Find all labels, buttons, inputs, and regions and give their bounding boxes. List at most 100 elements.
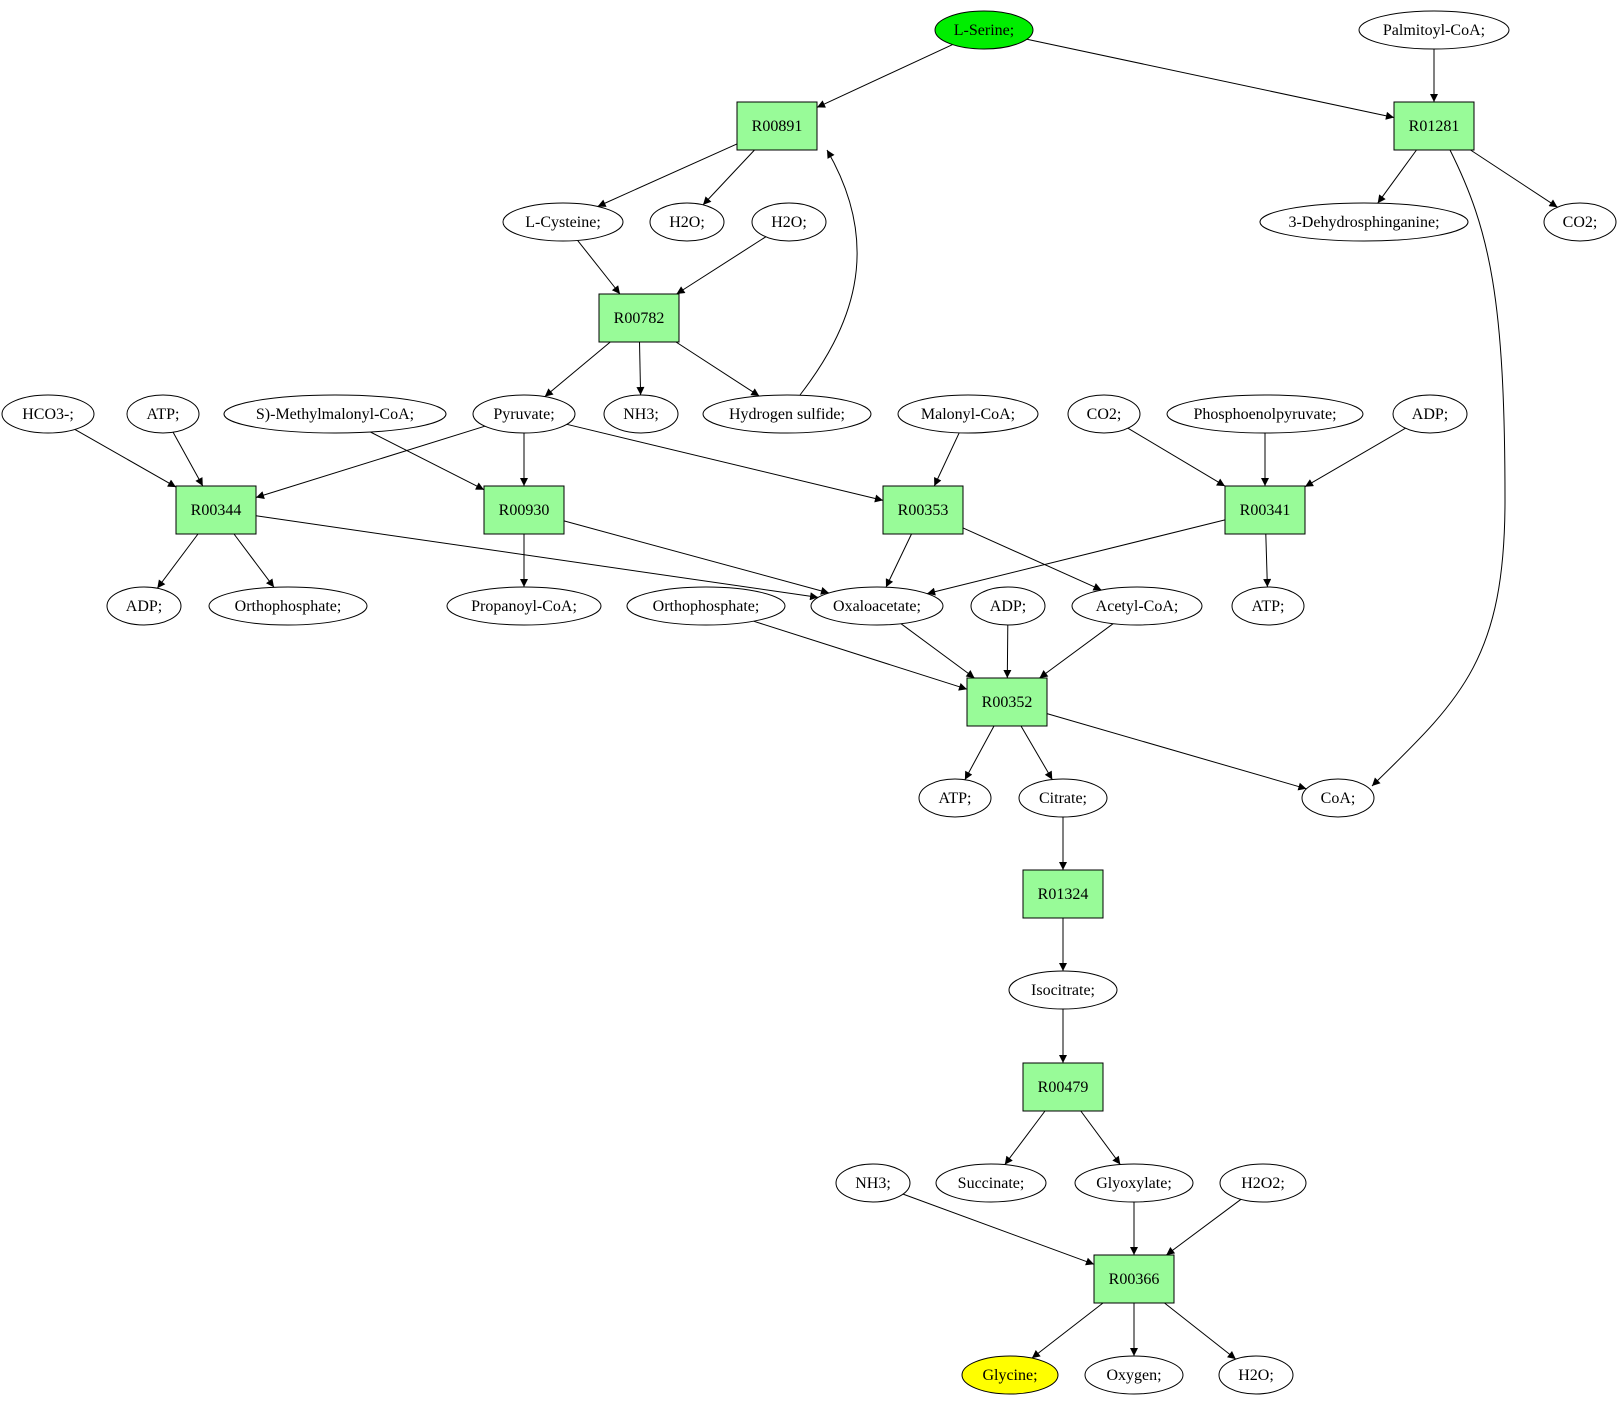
edge-R01281-to-co2_a bbox=[1470, 149, 1558, 208]
reaction-label: R00479 bbox=[1038, 1079, 1089, 1096]
compound-node-methylmalonyl[interactable]: S)-Methylmalonyl-CoA; bbox=[223, 394, 447, 434]
compound-ellipse bbox=[751, 202, 827, 242]
compound-ellipse bbox=[1, 394, 95, 434]
compound-node-dehydrosphinganine[interactable]: 3-Dehydrosphinganine; bbox=[1259, 202, 1469, 242]
edge-R00341-to-oxaloacetate bbox=[926, 519, 1226, 596]
compound-label: Isocitrate; bbox=[1031, 982, 1095, 999]
compound-label: 3-Dehydrosphinganine; bbox=[1288, 214, 1439, 231]
reaction-label: R00782 bbox=[614, 310, 665, 327]
compound-ellipse bbox=[106, 586, 182, 626]
compound-node-ortho_b[interactable]: Orthophosphate; bbox=[626, 586, 786, 626]
compound-node-nh3_b[interactable]: NH3; bbox=[835, 1163, 911, 1203]
reaction-node-R00479[interactable]: R00479 bbox=[1022, 1062, 1104, 1112]
compound-node-citrate[interactable]: Citrate; bbox=[1018, 778, 1108, 818]
reaction-box bbox=[175, 485, 257, 535]
compound-node-atp_a[interactable]: ATP; bbox=[126, 394, 200, 434]
compound-label: Propanoyl-CoA; bbox=[471, 598, 577, 615]
compound-ellipse bbox=[702, 394, 872, 434]
compound-label: Palmitoyl-CoA; bbox=[1383, 22, 1485, 39]
reaction-box bbox=[1224, 485, 1306, 535]
compound-node-nh3_a[interactable]: NH3; bbox=[603, 394, 679, 434]
reaction-node-R00891[interactable]: R00891 bbox=[736, 101, 818, 151]
edge-R00366-to-glycine bbox=[1031, 1302, 1104, 1359]
compound-node-h2o_a[interactable]: H2O; bbox=[649, 202, 725, 242]
compound-node-atp_c[interactable]: ATP; bbox=[918, 778, 992, 818]
compound-node-atp_b[interactable]: ATP; bbox=[1231, 586, 1305, 626]
reaction-node-R00930[interactable]: R00930 bbox=[483, 485, 565, 535]
reaction-node-R00782[interactable]: R00782 bbox=[598, 293, 680, 343]
reaction-node-R01281[interactable]: R01281 bbox=[1393, 101, 1475, 151]
reaction-node-R00344[interactable]: R00344 bbox=[175, 485, 257, 535]
reaction-label: R01281 bbox=[1409, 118, 1460, 135]
edge-R00353-to-acetyl bbox=[962, 527, 1102, 591]
compound-ellipse bbox=[970, 586, 1046, 626]
compound-node-coa[interactable]: CoA; bbox=[1301, 778, 1375, 818]
compound-node-co2_b[interactable]: CO2; bbox=[1067, 394, 1141, 434]
compound-label: Hydrogen sulfide; bbox=[729, 406, 845, 423]
compound-label: ADP; bbox=[1412, 406, 1448, 423]
compound-label: Oxaloacetate; bbox=[833, 598, 921, 615]
compound-label: CO2; bbox=[1563, 214, 1598, 231]
reaction-label: R00352 bbox=[982, 694, 1033, 711]
edge-l_serine-to-R00891 bbox=[816, 44, 953, 108]
reaction-box bbox=[1022, 1062, 1104, 1112]
compound-node-oxaloacetate[interactable]: Oxaloacetate; bbox=[810, 586, 944, 626]
edge-R01281-to-dehydrosphinganine bbox=[1377, 149, 1417, 204]
compound-node-pyruvate[interactable]: Pyruvate; bbox=[472, 394, 576, 434]
compound-label: H2O; bbox=[771, 214, 807, 231]
compound-label: L-Cysteine; bbox=[525, 214, 601, 231]
edge-R00891-to-l_cysteine bbox=[597, 143, 738, 207]
reaction-box bbox=[1022, 869, 1104, 919]
compound-ellipse bbox=[1259, 202, 1469, 242]
compound-node-h2o_c[interactable]: H2O; bbox=[1218, 1355, 1294, 1395]
edge-adp_c-to-R00352 bbox=[1003, 624, 1012, 679]
reaction-node-R00341[interactable]: R00341 bbox=[1224, 485, 1306, 535]
compound-node-ortho_a[interactable]: Orthophosphate; bbox=[208, 586, 368, 626]
compound-node-glycine[interactable]: Glycine; bbox=[961, 1355, 1059, 1395]
compound-label: Pyruvate; bbox=[493, 406, 554, 423]
compound-ellipse bbox=[502, 202, 624, 242]
compound-label: ATP; bbox=[1252, 598, 1285, 615]
compound-node-malonyl[interactable]: Malonyl-CoA; bbox=[897, 394, 1039, 434]
compound-node-adp_c[interactable]: ADP; bbox=[970, 586, 1046, 626]
compound-label: NH3; bbox=[855, 1175, 891, 1192]
compound-node-hco3[interactable]: HCO3-; bbox=[1, 394, 95, 434]
edge-R00479-to-glyoxylate bbox=[1080, 1110, 1121, 1165]
compound-node-l_serine[interactable]: L-Serine; bbox=[934, 10, 1034, 50]
compound-node-oxygen[interactable]: Oxygen; bbox=[1084, 1355, 1184, 1395]
edge-R00344-to-adp_b bbox=[156, 533, 199, 589]
compound-ellipse bbox=[918, 778, 992, 818]
reaction-node-R00353[interactable]: R00353 bbox=[882, 485, 964, 535]
edge-R00341-to-atp_b bbox=[1263, 533, 1272, 588]
reaction-node-R00352[interactable]: R00352 bbox=[966, 677, 1048, 727]
edge-R00782-to-h2s bbox=[675, 341, 760, 397]
compound-node-succinate[interactable]: Succinate; bbox=[935, 1163, 1047, 1203]
compound-node-h2o2[interactable]: H2O2; bbox=[1219, 1163, 1307, 1203]
compound-node-palmitoyl_coa[interactable]: Palmitoyl-CoA; bbox=[1358, 10, 1510, 50]
edge-ortho_b-to-R00352 bbox=[753, 620, 968, 691]
edge-R00353-to-oxaloacetate bbox=[885, 533, 912, 588]
compound-label: HCO3-; bbox=[22, 406, 74, 423]
edge-h2o_b-to-R00782 bbox=[676, 236, 767, 295]
compound-node-co2_a[interactable]: CO2; bbox=[1543, 202, 1617, 242]
compound-ellipse bbox=[649, 202, 725, 242]
compound-node-adp_b[interactable]: ADP; bbox=[106, 586, 182, 626]
compound-node-propanoyl[interactable]: Propanoyl-CoA; bbox=[446, 586, 602, 626]
compound-ellipse bbox=[1067, 394, 1141, 434]
reaction-node-R00366[interactable]: R00366 bbox=[1093, 1254, 1175, 1304]
compound-node-pep[interactable]: Phosphoenolpyruvate; bbox=[1166, 394, 1364, 434]
compound-label: Orthophosphate; bbox=[235, 598, 342, 615]
compound-node-adp_a[interactable]: ADP; bbox=[1392, 394, 1468, 434]
compound-label: Citrate; bbox=[1039, 790, 1087, 807]
compound-node-h2o_b[interactable]: H2O; bbox=[751, 202, 827, 242]
reaction-node-R01324[interactable]: R01324 bbox=[1022, 869, 1104, 919]
compound-node-glyoxylate[interactable]: Glyoxylate; bbox=[1074, 1163, 1194, 1203]
compound-ellipse bbox=[1084, 1355, 1184, 1395]
compound-node-l_cysteine[interactable]: L-Cysteine; bbox=[502, 202, 624, 242]
compound-node-acetyl[interactable]: Acetyl-CoA; bbox=[1071, 586, 1203, 626]
compound-node-h2s[interactable]: Hydrogen sulfide; bbox=[702, 394, 872, 434]
compound-node-isocitrate[interactable]: Isocitrate; bbox=[1008, 970, 1118, 1010]
compound-label: Oxygen; bbox=[1106, 1367, 1161, 1384]
reaction-label: R00344 bbox=[191, 502, 242, 519]
